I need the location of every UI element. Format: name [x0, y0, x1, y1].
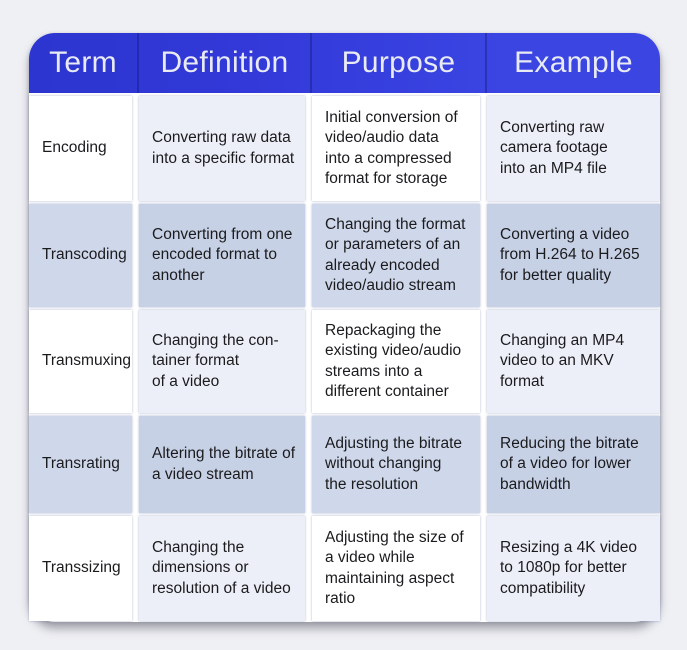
term-cell: Transrating: [29, 416, 132, 513]
example-cell: Resizing a 4K video to 1080p for better …: [487, 516, 660, 621]
definitions-table-card: Term Definition Purpose Example Encoding…: [29, 33, 660, 622]
column-header-example: Example: [514, 46, 633, 79]
example-cell: Converting a video from H.264 to H.265 f…: [487, 204, 660, 307]
definition-cell: Altering the bitrate of a video stream: [139, 416, 305, 513]
example-cell: Changing an MP4 video to an MKV format: [487, 310, 660, 413]
example-cell: Converting raw camera footage into an MP…: [487, 96, 660, 201]
definition-cell: Converting from one encoded format to an…: [139, 204, 305, 307]
purpose-cell: Repackaging the existing video/audio str…: [312, 310, 480, 413]
definition-cell: Changing the dimensions or resolution of…: [139, 516, 305, 621]
definition-cell: Converting raw data into a specific form…: [139, 96, 305, 201]
table-row-encoding: Encoding Converting raw data into a spec…: [29, 96, 660, 201]
definition-cell: Changing the con- tainer format of a vid…: [139, 310, 305, 413]
purpose-cell: Adjusting the size of a video while main…: [312, 516, 480, 621]
table-row-transrating: Transrating Altering the bitrate of a vi…: [29, 416, 660, 513]
term-cell: Encoding: [29, 96, 132, 201]
purpose-cell: Changing the format or parameters of an …: [312, 204, 480, 307]
table-header-row: Term Definition Purpose Example: [29, 33, 660, 93]
column-header-definition: Definition: [139, 33, 312, 93]
column-header-purpose: Purpose: [312, 33, 487, 93]
term-cell: Transcoding: [29, 204, 132, 307]
term-cell: Transmuxing: [29, 310, 132, 413]
table-row-transcoding: Transcoding Converting from one encoded …: [29, 204, 660, 307]
column-header-term: Term: [29, 33, 139, 93]
term-cell: Transsizing: [29, 516, 132, 621]
purpose-cell: Adjusting the bitrate without changing t…: [312, 416, 480, 513]
example-cell: Reducing the bitrate of a video for lowe…: [487, 416, 660, 513]
table-body: Encoding Converting raw data into a spec…: [29, 93, 660, 621]
purpose-cell: Initial conversion of video/audio data i…: [312, 96, 480, 201]
table-row-transmuxing: Transmuxing Changing the con- tainer for…: [29, 310, 660, 413]
table-row-transsizing: Transsizing Changing the dimensions or r…: [29, 516, 660, 621]
